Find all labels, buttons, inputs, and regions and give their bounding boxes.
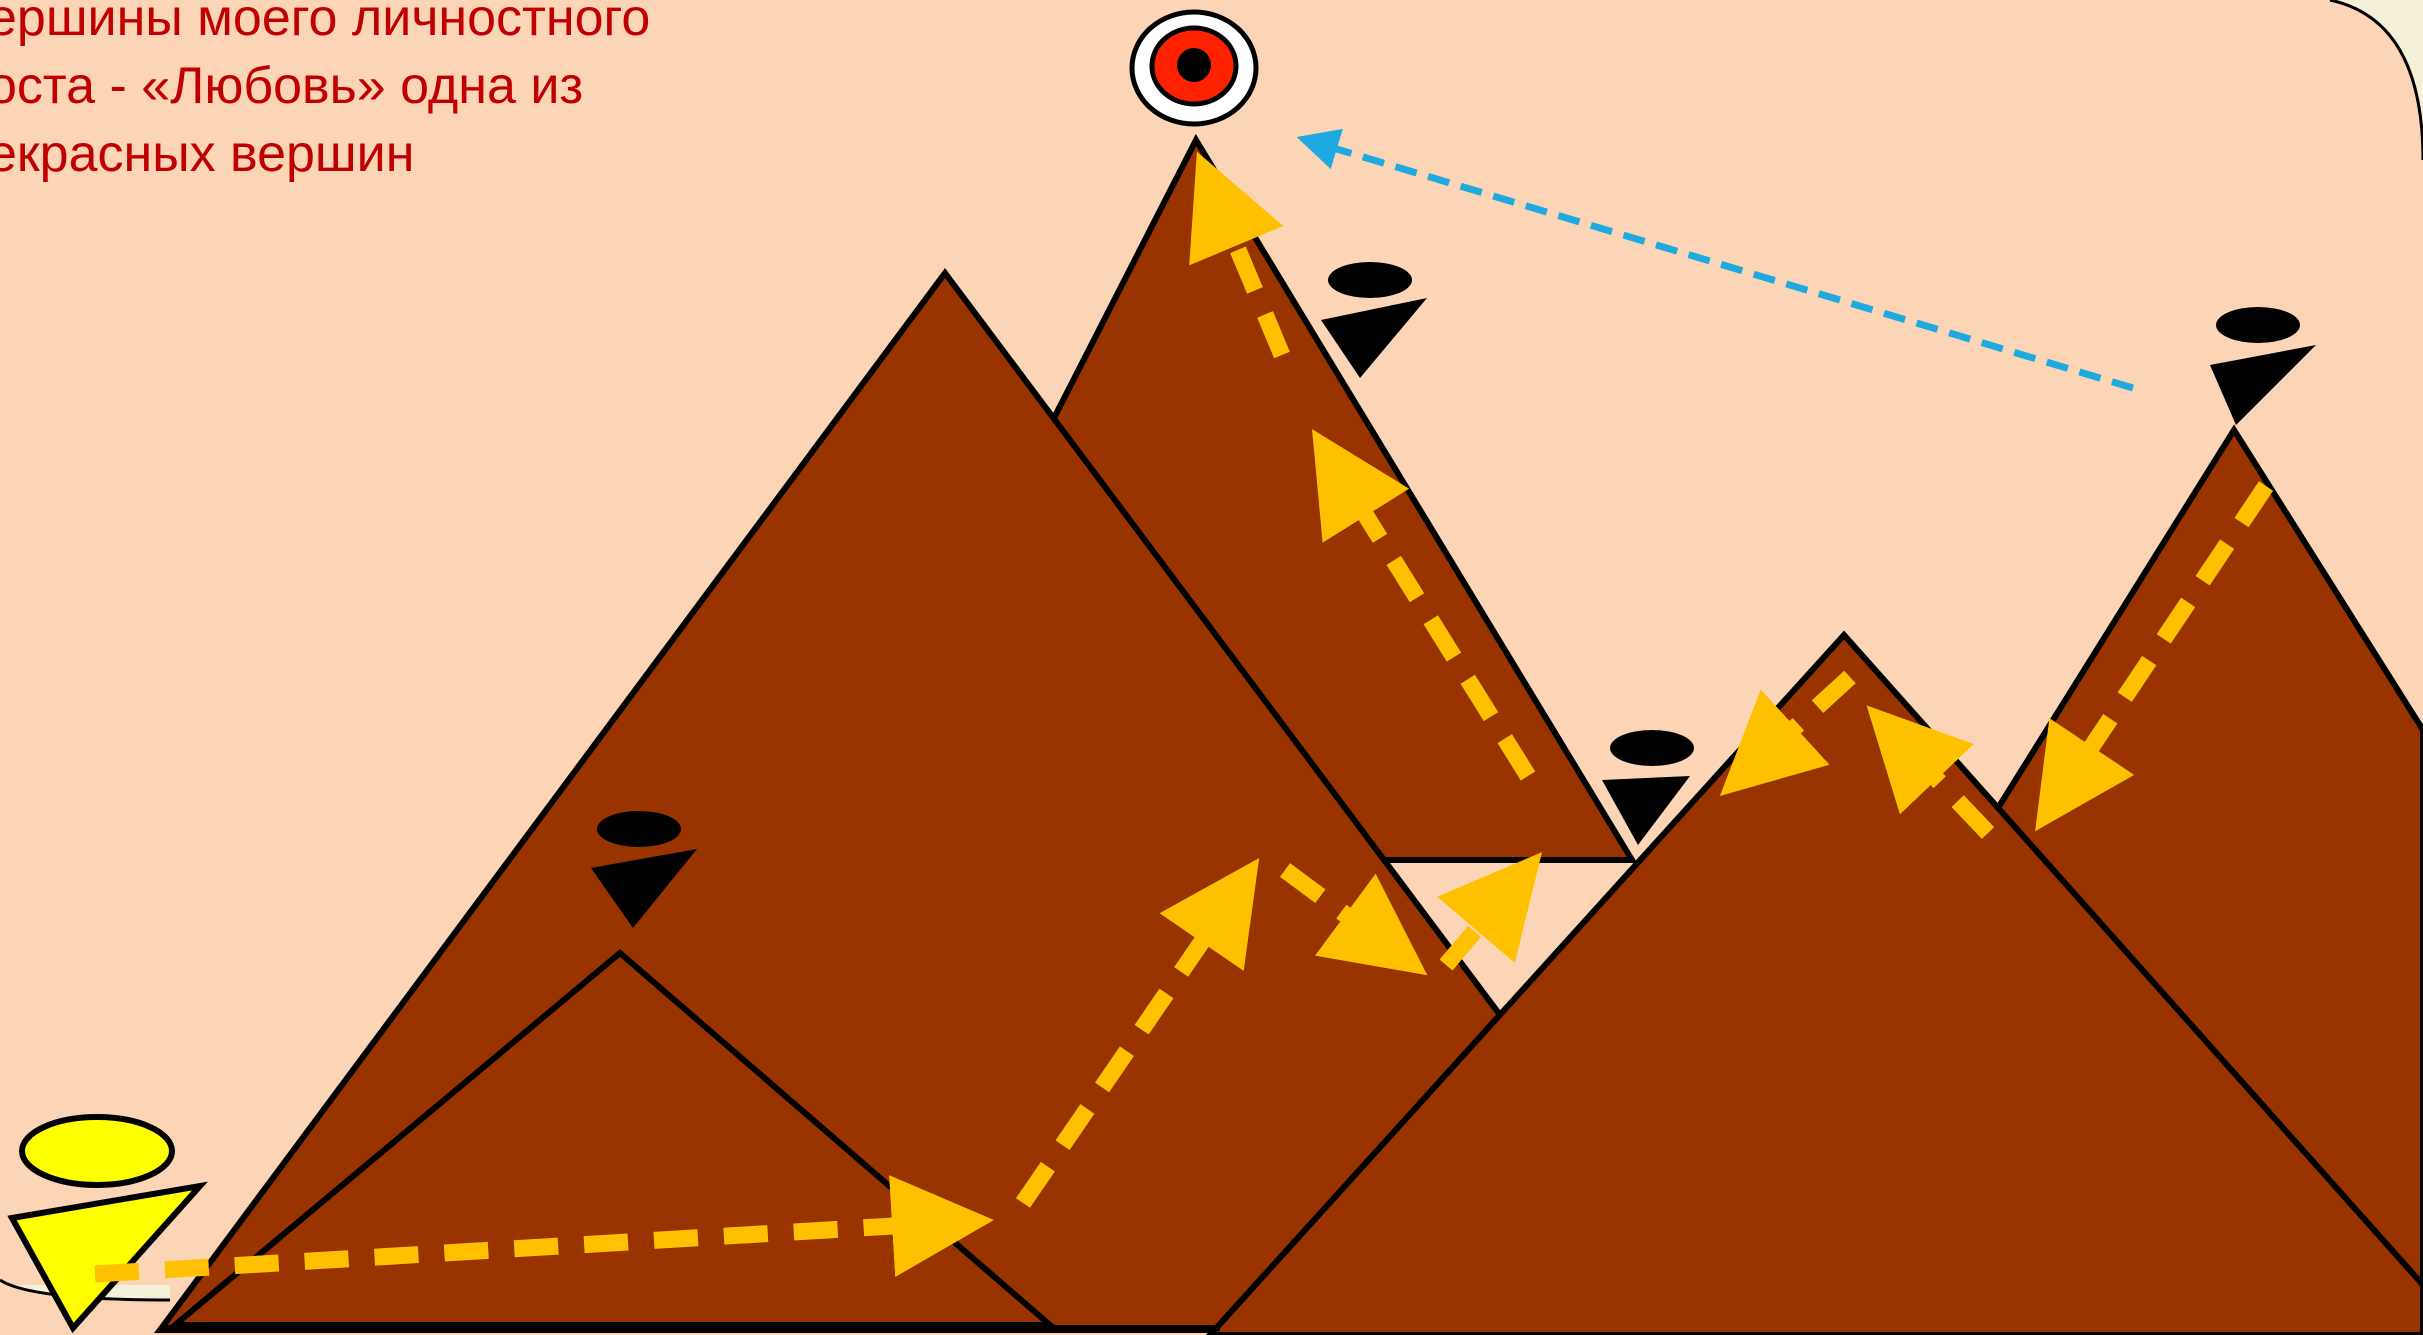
caption-line-1: ершины моего личностного <box>0 0 848 52</box>
target-icon <box>1132 12 1256 124</box>
caption-line-2: оста - «Любовь» одна из <box>0 52 848 120</box>
sky-left-band <box>0 0 180 1285</box>
caption-line-3: екрасных вершин <box>0 120 848 188</box>
caption-text: ершины моего личностного оста - «Любовь»… <box>0 0 848 188</box>
